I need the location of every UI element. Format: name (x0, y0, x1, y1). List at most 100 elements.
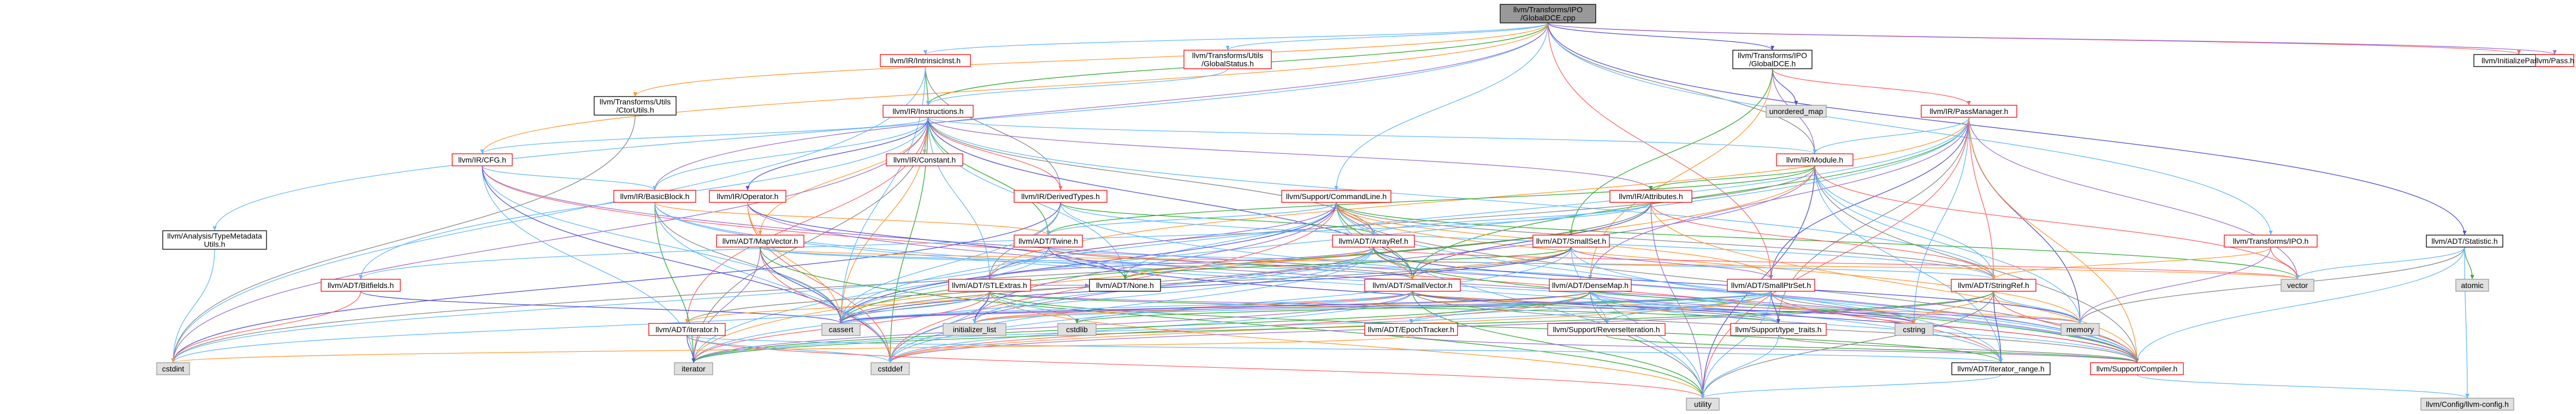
node-box (2224, 235, 2318, 248)
node-label: llvm/ADT/iterator.h (655, 325, 718, 334)
edge-intrinsic-to-cstdint (171, 66, 926, 363)
edge-root-to-statistic (1547, 22, 2467, 236)
edge-stlextras-to-memory (989, 291, 2082, 324)
node-box (1730, 323, 1827, 336)
node-globaldceh[interactable]: llvm/Transforms/IPO/GlobalDCE.h (1732, 50, 1813, 69)
edge-irmodule-to-compiler (1814, 165, 2139, 363)
edge-compiler-to-llvmconfig (2136, 374, 2470, 399)
edge-attributes-to-compiler (1650, 202, 2139, 363)
node-arrayref[interactable]: llvm/ADT/ArrayRef.h (1332, 235, 1415, 248)
node-box (886, 153, 963, 166)
edge-instructions-to-twine (927, 117, 1051, 236)
node-derivedtypes[interactable]: llvm/IR/DerivedTypes.h (1014, 190, 1108, 203)
node-box (1921, 105, 2017, 118)
node-cstring: cstring (1894, 323, 1934, 336)
edge-derivedtypes-to-stringref (1060, 202, 1995, 280)
node-box (1766, 105, 1827, 118)
node-densemap[interactable]: llvm/ADT/DenseMap.h (1549, 279, 1632, 292)
node-box (2281, 279, 2314, 292)
edge-passmanager-to-compiler (1968, 117, 2139, 363)
edge-instructions-to-mapvector (758, 117, 929, 236)
node-iterator_h[interactable]: llvm/ADT/iterator.h (648, 323, 726, 336)
node-box (821, 323, 861, 336)
node-transformsipo[interactable]: llvm/Transforms/IPO.h (2224, 235, 2318, 248)
node-box (1727, 279, 1815, 292)
edge-passmanager-to-vector (1968, 117, 2300, 280)
node-passmanager[interactable]: llvm/IR/PassManager.h (1921, 105, 2017, 118)
edge-arrayref-to-initlist (972, 247, 1374, 324)
edge-stringref-to-utility (1701, 291, 1994, 399)
node-compiler[interactable]: llvm/Support/Compiler.h (2090, 362, 2184, 375)
node-label: llvm/Transforms/IPO.h (2233, 237, 2309, 245)
node-box (1089, 279, 1161, 292)
node-label: llvm/Transforms/Utils (1192, 51, 1263, 60)
edge-statistic-to-vector (2295, 247, 2465, 280)
node-globalstatus[interactable]: llvm/Transforms/Utils/GlobalStatus.h (1183, 50, 1272, 69)
edge-smallptrset-to-utility (1701, 291, 1772, 399)
node-operator[interactable]: llvm/IR/Operator.h (709, 190, 786, 203)
edge-arrayref-to-memory (1373, 247, 2082, 324)
node-none[interactable]: llvm/ADT/None.h (1089, 279, 1161, 292)
edge-operator-to-cassert (747, 202, 843, 324)
edge-densemap-to-initlist (973, 291, 1591, 324)
edge-instructions-to-operator (745, 117, 929, 191)
node-box (1281, 190, 1391, 203)
node-ctorutils[interactable]: llvm/Transforms/Utils/CtorUtils.h (594, 96, 677, 116)
node-label: llvm/Config/llvm-config.h (2426, 400, 2509, 409)
edge-root-to-intrinsic (923, 22, 1549, 55)
node-smallvector[interactable]: llvm/ADT/SmallVector.h (1364, 279, 1461, 292)
node-cfg[interactable]: llvm/IR/CFG.h (452, 153, 513, 166)
node-instructions[interactable]: llvm/IR/Instructions.h (883, 105, 974, 118)
node-statistic[interactable]: llvm/ADT/Statistic.h (2426, 235, 2503, 248)
node-mapvector[interactable]: llvm/ADT/MapVector.h (716, 235, 804, 248)
edge-attributes-to-smallvector (1410, 202, 1651, 280)
edge-root-to-irmodule (1547, 22, 1817, 154)
edge-densemap-to-iterator (691, 291, 1591, 363)
node-iterrange[interactable]: llvm/ADT/iterator_range.h (1951, 362, 2051, 375)
node-intrinsic[interactable]: llvm/IR/IntrinsicInst.h (880, 54, 971, 67)
edge-passmanager-to-stringref (1968, 117, 1996, 280)
node-label: llvm/IR/PassManager.h (1930, 107, 2009, 116)
node-basicblock[interactable]: llvm/IR/BasicBlock.h (613, 190, 696, 203)
node-vector: vector (2281, 279, 2314, 292)
edge-smallptrset-to-epoch (1409, 291, 1772, 324)
node-epoch[interactable]: llvm/ADT/EpochTracker.h (1364, 323, 1458, 336)
node-irmodule[interactable]: llvm/IR/Module.h (1776, 153, 1853, 166)
node-constant[interactable]: llvm/IR/Constant.h (886, 153, 963, 166)
node-smallptrset[interactable]: llvm/ADT/SmallPtrSet.h (1727, 279, 1815, 292)
edge-densemap-to-compiler (1590, 291, 2139, 363)
edge-arrayref-to-stlextras (987, 247, 1374, 280)
edge-iterator_h-to-utility (686, 335, 1705, 399)
edge-reverseiter-to-compiler (1606, 335, 2139, 363)
edge-intrinsic-to-derivedtypes (925, 66, 1063, 191)
node-cstddef: cstddef (870, 362, 910, 375)
edge-smallvector-to-cstring (1412, 291, 1916, 324)
node-box (1732, 50, 1813, 69)
node-label: llvm/Support/type_traits.h (1736, 325, 1822, 334)
node-box (880, 54, 971, 67)
node-box (156, 362, 190, 375)
edge-smallset-to-cassert (839, 247, 1572, 324)
node-stringref[interactable]: llvm/ADT/StringRef.h (1951, 279, 2036, 292)
node-reverseiter[interactable]: llvm/Support/ReverseIteration.h (1547, 323, 1666, 336)
node-pass[interactable]: llvm/Pass.h (2535, 54, 2574, 67)
edge-typemetadata-to-cstdint (171, 249, 215, 363)
node-label: llvm/IR/CFG.h (458, 155, 506, 164)
edge-smallvector-to-cassert (839, 291, 1413, 324)
node-label: vector (2287, 281, 2308, 290)
node-twine[interactable]: llvm/ADT/Twine.h (1014, 235, 1083, 248)
edge-root-to-cfg (480, 22, 1549, 154)
node-label: initializer_list (953, 325, 996, 334)
edge-instructions-to-attributes (927, 117, 1653, 191)
node-label: llvm/IR/Instructions.h (893, 107, 964, 116)
node-attributes[interactable]: llvm/IR/Attributes.h (1609, 190, 1692, 203)
node-bitfields[interactable]: llvm/ADT/Bitfields.h (321, 279, 401, 292)
edge-smallptrset-to-compiler (1770, 291, 2139, 363)
edge-stlextras-to-utility (989, 291, 1705, 399)
node-smallset[interactable]: llvm/ADT/SmallSet.h (1532, 235, 1610, 248)
node-stlextras[interactable]: llvm/ADT/STLExtras.h (948, 279, 1031, 292)
node-commandline[interactable]: llvm/Support/CommandLine.h (1281, 190, 1391, 203)
edge-basicblock-to-cassert (654, 202, 843, 324)
node-typetraits[interactable]: llvm/Support/type_traits.h (1730, 323, 1827, 336)
